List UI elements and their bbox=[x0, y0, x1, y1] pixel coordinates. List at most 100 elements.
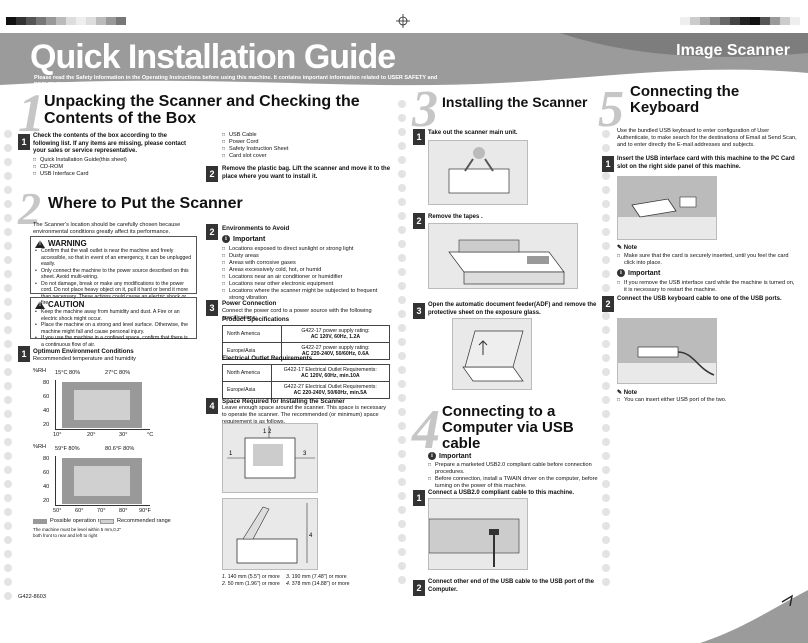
section-3-title: Installing the Scanner bbox=[442, 94, 588, 110]
y-tick: 80 bbox=[43, 380, 50, 386]
list-item: Quick Installation Guide(this sheet) bbox=[33, 157, 193, 164]
x-tick: 20° bbox=[87, 432, 96, 438]
registration-strip-right bbox=[680, 17, 800, 25]
chart-area bbox=[55, 380, 150, 430]
caution-list: Keep the machine away from humidity and … bbox=[35, 309, 192, 348]
temp-humidity-chart-celsius: %RH 15°C 80% 27°C 80% 80 60 40 20 10° 20… bbox=[33, 368, 193, 440]
space-dims-left: 1. 140 mm (5.5") or more 2. 50 mm (1.96"… bbox=[222, 574, 280, 587]
chart-label: 15°C 80% bbox=[55, 370, 81, 376]
header-banner bbox=[0, 33, 808, 91]
y-tick: 80 bbox=[43, 456, 50, 462]
section-5-number: 5 bbox=[598, 81, 624, 138]
sec5-note1-list: Make sure that the card is securely inse… bbox=[617, 253, 797, 267]
section-5-title: Connecting the Keyboard bbox=[630, 83, 740, 116]
product-specs-head: Product Specifications bbox=[222, 316, 290, 323]
crosshair-icon bbox=[396, 14, 410, 28]
y-tick: 40 bbox=[43, 408, 50, 414]
step-badge: 2 bbox=[206, 166, 218, 182]
list-item: Keep the machine away from humidity and … bbox=[35, 309, 192, 322]
section-1-title: Unpacking the Scanner and Checking the C… bbox=[44, 93, 360, 127]
list-item: Place the machine on a strong and level … bbox=[35, 322, 192, 335]
step-badge: 1 bbox=[18, 134, 30, 150]
step-badge: 3 bbox=[206, 300, 218, 316]
sec2-step4-text: Leave enough space around the scanner. T… bbox=[222, 405, 387, 425]
x-tick: 10° bbox=[53, 432, 62, 438]
sec2-step2-head: Environments to Avoid bbox=[222, 225, 290, 232]
step-badge: 4 bbox=[206, 398, 218, 414]
sec5-intro: Use the bundled USB keyboard to enter co… bbox=[617, 128, 797, 148]
cell-line: G422-17 Electrical Outlet Requirements: bbox=[283, 367, 377, 373]
box-contents-list-b: USB Cable Power Cord Safety Instruction … bbox=[222, 132, 382, 160]
caution-box: CAUTION Keep the machine away from humid… bbox=[30, 297, 197, 348]
list-item: Do not damage, break or make any modific… bbox=[35, 281, 192, 307]
sec1-step2-text: Remove the plastic bag. Lift the scanner… bbox=[222, 166, 391, 180]
svg-text:1 2: 1 2 bbox=[263, 429, 272, 435]
x-tick: 60° bbox=[75, 508, 84, 514]
important-icon: i bbox=[617, 269, 625, 277]
sec5-note2-list: You can insert either USB port of the tw… bbox=[617, 397, 797, 404]
section-4-title: Connecting to a Computer via USB cable bbox=[442, 403, 574, 452]
x-tick: 80° bbox=[119, 508, 128, 514]
table-cell: Europe/Asia bbox=[222, 381, 272, 399]
temp-humidity-chart-fahrenheit: %RH 59°F 80% 80.6°F 80% 80 60 40 20 50° … bbox=[33, 444, 193, 516]
list-item: Areas with corrosive gases bbox=[222, 260, 392, 267]
sec4-step1: Connect a USB2.0 compliant cable to this… bbox=[428, 490, 575, 496]
box-contents-list-a: Quick Installation Guide(this sheet) CD-… bbox=[33, 157, 193, 178]
step-badge: 3 bbox=[413, 303, 425, 319]
open-adf-illustration bbox=[452, 318, 532, 390]
remove-tapes-illustration bbox=[428, 223, 578, 289]
safety-note: Please read the Safety Information in th… bbox=[34, 75, 438, 88]
list-item: Card slot cover bbox=[222, 153, 382, 160]
list-item: If you use the machine in a confined spa… bbox=[35, 335, 192, 348]
sec5-important-list: If you remove the USB interface card whi… bbox=[617, 280, 797, 294]
warning-title: WARNING bbox=[48, 239, 87, 248]
y-tick: 60 bbox=[43, 470, 50, 476]
list-item: CD-ROM bbox=[33, 164, 193, 171]
x-tick: °C bbox=[147, 432, 154, 438]
list-item: Confirm that the wall outlet is near the… bbox=[35, 248, 192, 268]
legend-possible: Possible operation range bbox=[50, 518, 112, 524]
table-row: North America G422-17 power supply ratin… bbox=[222, 325, 391, 343]
step-badge: 2 bbox=[206, 224, 218, 240]
usb-keyboard-connect-illustration bbox=[617, 318, 717, 384]
note-label: ✎ Note bbox=[617, 390, 638, 396]
step-badge: 2 bbox=[602, 296, 614, 312]
recommended-range bbox=[74, 466, 130, 496]
list-item: Locations near an air conditioner or hum… bbox=[222, 274, 392, 281]
caution-icon bbox=[35, 300, 45, 309]
list-item: Dusty areas bbox=[222, 253, 392, 260]
important-icon: i bbox=[428, 452, 436, 460]
outlet-req-table: North America G422-17 Electrical Outlet … bbox=[222, 364, 391, 399]
svg-text:3: 3 bbox=[303, 451, 307, 457]
list-item: Make sure that the card is securely inse… bbox=[617, 253, 797, 267]
note-label: ✎ Note bbox=[617, 245, 638, 251]
x-tick: 30° bbox=[119, 432, 128, 438]
dimension: 50 mm (1.96") or more bbox=[227, 581, 280, 587]
y-tick: 20 bbox=[43, 498, 50, 504]
list-item: Areas excessively cold, hot, or humid bbox=[222, 267, 392, 274]
sec4-important-list: Prepare a marketed USB2.0 compliant cabl… bbox=[428, 462, 598, 490]
section-1-number: 1 bbox=[18, 83, 45, 143]
note-text: Note bbox=[623, 245, 638, 251]
table-row: Europe/Asia G422-27 power supply rating:… bbox=[222, 342, 391, 360]
section-3-number: 3 bbox=[412, 81, 438, 138]
important-text: Important bbox=[233, 235, 266, 243]
usb-card-insert-illustration bbox=[617, 176, 717, 240]
list-item: Safety Instruction Sheet bbox=[222, 146, 382, 153]
dimension: 140 mm (5.5") or more bbox=[227, 574, 280, 580]
step-badge: 1 bbox=[18, 346, 30, 362]
sec3-step1: Take out the scanner main unit. bbox=[428, 130, 518, 136]
cell-line: G422-17 power supply rating: bbox=[301, 328, 370, 334]
sec1-step1-text: Check the contents of the box according … bbox=[33, 133, 187, 154]
table-cell: North America bbox=[222, 325, 282, 343]
product-name: Image Scanner bbox=[676, 42, 790, 59]
legend-swatch-recommended bbox=[100, 519, 114, 524]
important-text: Important bbox=[628, 269, 661, 277]
page-title: Quick Installation Guide bbox=[30, 38, 396, 76]
product-specs-table: North America G422-17 power supply ratin… bbox=[222, 325, 391, 360]
step-badge: 1 bbox=[413, 490, 425, 506]
y-unit: %RH bbox=[33, 444, 47, 450]
